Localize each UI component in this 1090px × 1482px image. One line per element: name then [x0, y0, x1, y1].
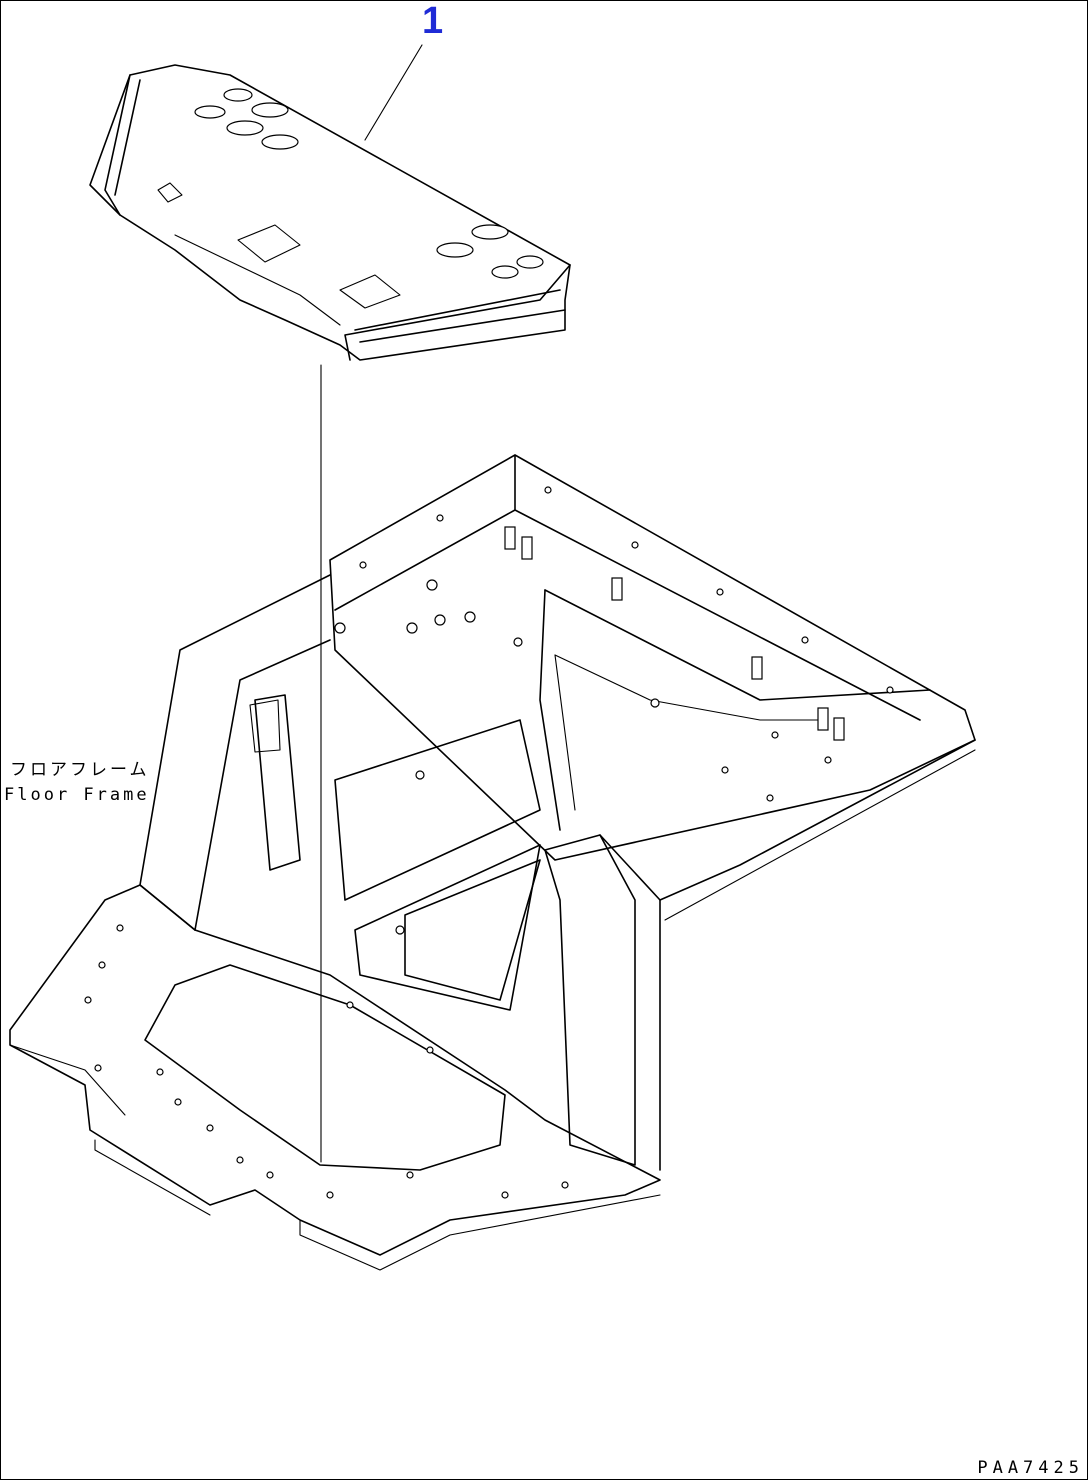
bolt-holes — [84, 486, 894, 1199]
part-1-cover-plate — [89, 64, 571, 361]
floor-frame-label-japanese: フロアフレーム — [10, 760, 150, 780]
floor-frame-label-english: Floor Frame — [4, 785, 150, 805]
figure-code: PAA7425 — [977, 1458, 1084, 1478]
callout-number-1: 1 — [422, 0, 444, 42]
floor-frame — [9, 454, 976, 1271]
callout-leader-line — [364, 44, 423, 141]
